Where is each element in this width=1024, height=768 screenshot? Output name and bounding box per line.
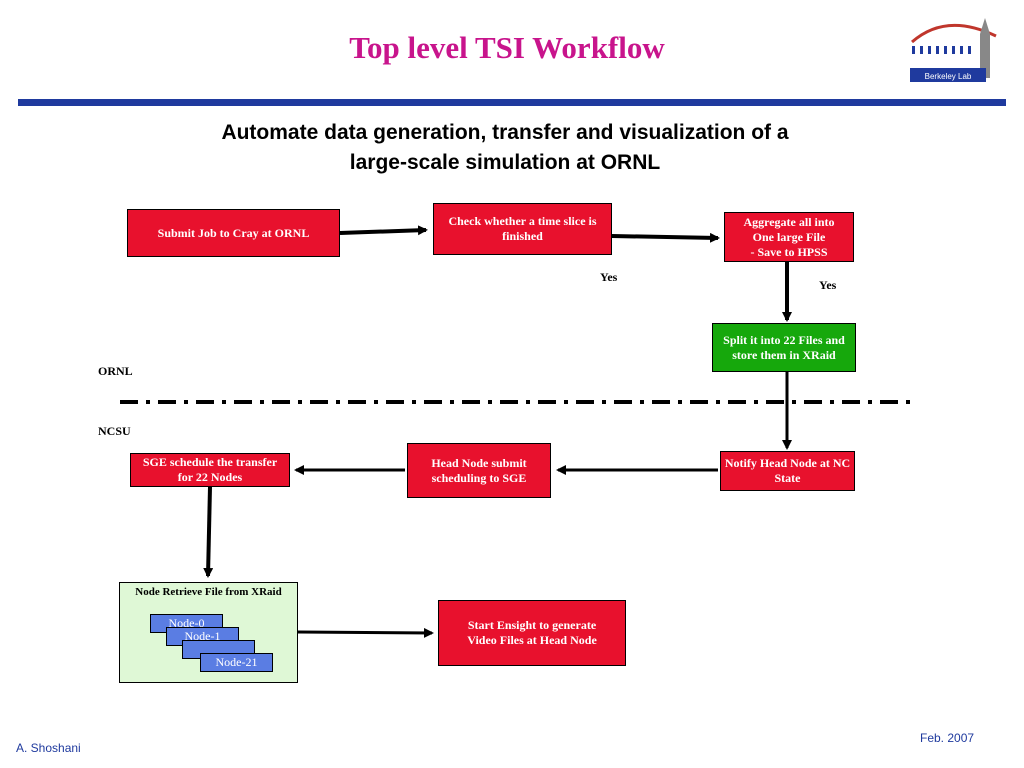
header-rule — [18, 99, 1006, 106]
subtitle: Automate data generation, transfer and v… — [130, 118, 880, 178]
aggregate-label-2: One large File — [752, 229, 826, 244]
aggregate-box: Aggregate all into One large File - Save… — [724, 212, 854, 262]
start-ensight-label-2: Video Files at Head Node — [467, 633, 597, 647]
head-submit-label: Head Node submit scheduling to SGE — [431, 455, 527, 485]
notify-head-box: Notify Head Node at NC State — [720, 451, 855, 491]
check-slice-label: Check whether a time slice is finished — [448, 214, 597, 243]
split-files-label: Split it into 22 Files and store them in… — [723, 332, 845, 362]
node-retrieve-panel: Node Retrieve File from XRaid Node-0 Nod… — [119, 582, 298, 683]
yes-label-check: Yes — [600, 270, 618, 284]
footer-date: Feb. 2007 — [920, 731, 975, 745]
arrow-sge-to-retrieve — [203, 486, 214, 578]
sge-schedule-box: SGE schedule the transfer for 22 Nodes — [130, 453, 290, 487]
notify-head-label: Notify Head Node at NC State — [724, 456, 851, 485]
sge-schedule-label: SGE schedule the transfer for 22 Nodes — [142, 455, 278, 484]
footer-author: A. Shoshani — [16, 741, 81, 755]
arrow-submit-to-check — [339, 225, 428, 236]
submit-job-box: Submit Job to Cray at ORNL — [127, 209, 340, 257]
arrow-check-to-aggregate — [611, 232, 720, 243]
aggregate-label-3: - Save to HPSS — [750, 244, 828, 259]
head-submit-box: Head Node submit scheduling to SGE — [407, 443, 551, 498]
start-ensight-box: Start Ensight to generate Video Files at… — [438, 600, 626, 666]
arrow-retrieve-to-ensight — [297, 627, 434, 638]
ncsu-label: NCSU — [98, 424, 131, 438]
node-retrieve-title: Node Retrieve File from XRaid — [135, 586, 282, 598]
split-files-box: Split it into 22 Files and store them in… — [712, 323, 856, 372]
subtitle-line-1: Automate data generation, transfer and v… — [221, 121, 789, 144]
start-ensight-label-1: Start Ensight to generate — [467, 618, 597, 632]
page-title: Top level TSI Workflow — [349, 30, 665, 65]
node-21: Node-21 — [200, 653, 273, 672]
logo-text: Berkeley Lab — [925, 72, 972, 81]
check-slice-box: Check whether a time slice is finished — [433, 203, 612, 255]
submit-job-label: Submit Job to Cray at ORNL — [157, 225, 310, 240]
berkeley-lab-logo: Berkeley Lab — [906, 10, 1006, 88]
aggregate-label-1: Aggregate all into — [743, 214, 835, 229]
subtitle-line-2: large-scale simulation at ORNL — [349, 151, 661, 174]
yes-label-aggregate: Yes — [819, 278, 837, 292]
ornl-label: ORNL — [98, 364, 133, 378]
